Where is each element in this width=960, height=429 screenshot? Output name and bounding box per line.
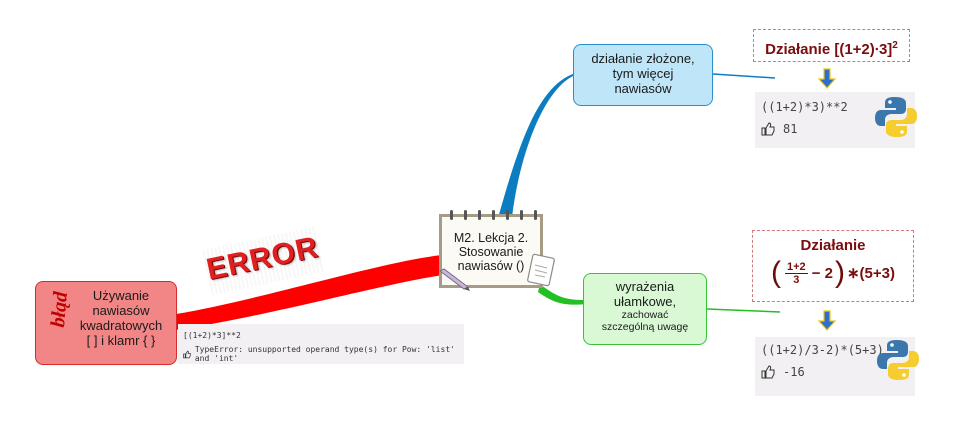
topic-red-line2: nawiasów	[92, 303, 150, 318]
code-line: ((1+2)*3)**2	[761, 100, 848, 114]
code-line: [(1+2)*3]**2	[183, 331, 241, 340]
topic-bracket-error[interactable]: błąd Używanie nawiasów kwadratowych [ ] …	[35, 281, 177, 365]
green-branch-tail	[706, 308, 781, 313]
arrow-down-icon	[817, 68, 837, 89]
central-topic-line3: nawiasów ()	[457, 259, 525, 273]
formula-fraction-expression: ( 1+2 3 − 2 ) ∗(5+3)	[753, 256, 913, 289]
blue-branch-tail	[712, 73, 776, 79]
topic-blue-line2: tym więcej	[612, 66, 674, 81]
formula-word: Działanie	[765, 41, 831, 58]
notepad-ring	[520, 210, 523, 220]
formula-minus-two: − 2	[811, 264, 833, 282]
error-stamp: błąd	[46, 290, 73, 329]
thumbs-up-icon	[761, 122, 775, 136]
topic-green-line3: zachować	[621, 309, 669, 321]
topic-green-line2: ułamkowe,	[613, 294, 677, 309]
formula-complex: Działanie [(1+2)∙3]2	[753, 29, 910, 62]
formula-fraction-word: Działanie	[800, 237, 866, 254]
formula-exponent: 2	[892, 40, 898, 51]
topic-red-line3: kwadratowych	[79, 318, 163, 333]
notepad-ring	[506, 210, 509, 220]
thumbs-up-icon	[761, 365, 775, 379]
notepad-ring	[464, 210, 467, 220]
python-logo-icon	[875, 97, 917, 137]
topic-green-line1: wyrażenia	[615, 279, 675, 294]
topic-fraction-expression[interactable]: wyrażenia ułamkowe, zachować szczególną …	[583, 273, 707, 345]
python-logo-icon	[877, 340, 919, 380]
notepad-ring	[534, 210, 537, 220]
fraction-numerator: 1+2	[785, 260, 808, 274]
thumbs-up-icon	[183, 350, 191, 358]
topic-blue-line3: nawiasów	[614, 81, 672, 96]
topic-red-line4: [ ] i klamr { }	[86, 333, 156, 348]
left-paren: (	[771, 256, 782, 289]
code-error-message: TypeError: unsupported operand type(s) f…	[194, 345, 455, 363]
formula-expression: [(1+2)∙3]	[834, 41, 893, 58]
notepad-ring	[492, 210, 495, 220]
central-topic[interactable]: M2. Lekcja 2. Stosowanie nawiasów ()	[439, 210, 555, 291]
topic-red-line1: Używanie	[92, 288, 150, 303]
fraction: 1+2 3	[785, 261, 808, 286]
fraction-denominator: 3	[793, 273, 800, 286]
pencil-icon	[439, 268, 470, 291]
right-paren: )	[834, 256, 845, 289]
formula-tail: ∗(5+3)	[846, 265, 895, 282]
code-line: ((1+2)/3-2)*(5+3)	[761, 343, 884, 357]
notepad-ring	[450, 210, 453, 220]
code-result: -16	[783, 365, 805, 379]
formula-fraction: Działanie ( 1+2 3 − 2 ) ∗(5+3)	[752, 230, 914, 302]
central-topic-line1: M2. Lekcja 2.	[453, 231, 529, 245]
topic-complex-expression[interactable]: działanie złożone, tym więcej nawiasów	[573, 44, 713, 106]
blue-branch	[498, 72, 580, 218]
notepad-ring	[478, 210, 481, 220]
central-topic-line2: Stosowanie	[458, 245, 524, 259]
topic-blue-line1: działanie złożone,	[591, 51, 695, 66]
green-branch	[538, 284, 588, 305]
red-branch	[176, 255, 444, 330]
code-result: 81	[783, 122, 798, 136]
python-code-error: [(1+2)*3]**2 TypeError: unsupported oper…	[178, 324, 464, 364]
topic-green-line4: szczególną uwagę	[601, 321, 689, 333]
arrow-down-icon	[817, 310, 837, 331]
paper-sheet-icon	[527, 253, 555, 287]
